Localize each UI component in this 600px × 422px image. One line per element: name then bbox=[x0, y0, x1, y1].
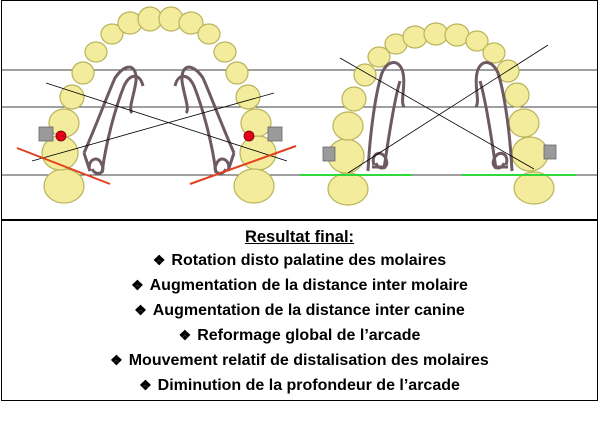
teeth-right-arch bbox=[327, 22, 555, 206]
diamond-bullet-icon: ❖ bbox=[131, 277, 144, 293]
molar-band-right bbox=[267, 126, 283, 142]
teeth-left-arch bbox=[41, 6, 277, 204]
molar-markers bbox=[55, 130, 255, 142]
dental-arch-after-icon bbox=[300, 22, 576, 206]
result-item-text: Mouvement relatif de distalisation des m… bbox=[128, 352, 489, 369]
diamond-bullet-icon: ❖ bbox=[139, 377, 152, 393]
result-item-text: Reformage global de l’arcade bbox=[197, 327, 421, 344]
result-item: ❖ Diminution de la profondeur de l’arcade bbox=[2, 373, 597, 398]
section-divider bbox=[1, 219, 598, 221]
diamond-bullet-icon: ❖ bbox=[110, 352, 123, 368]
result-item: ❖ Augmentation de la distance inter canin… bbox=[2, 298, 597, 323]
result-item: ❖ Rotation disto palatine des molaires bbox=[2, 248, 597, 273]
diamond-bullet-icon: ❖ bbox=[152, 252, 166, 268]
cross-lines-before bbox=[31, 82, 288, 162]
diamond-bullet-icon: ❖ bbox=[134, 302, 147, 318]
quad-helix-wire-after bbox=[366, 61, 514, 172]
result-panel: Resultat final: ❖ Rotation disto palatine… bbox=[2, 222, 597, 400]
quad-helix-wire-before bbox=[82, 65, 236, 175]
result-title: Resultat final: bbox=[244, 228, 355, 246]
molar-axis-before bbox=[16, 145, 297, 185]
result-item-text: Augmentation de la distance inter molair… bbox=[149, 277, 468, 294]
result-item-text: Augmentation de la distance inter canine bbox=[152, 302, 465, 319]
result-item-text: Diminution de la profondeur de l’arcade bbox=[157, 377, 460, 394]
result-item: ❖ Reformage global de l’arcade bbox=[2, 323, 597, 348]
molar-band-left bbox=[38, 126, 54, 142]
arches-figure bbox=[2, 6, 597, 206]
molar-band-left-after bbox=[322, 146, 336, 162]
dental-arch-before-icon bbox=[16, 6, 297, 204]
figure-frame bbox=[1, 0, 598, 401]
molar-band-right-after bbox=[543, 144, 557, 160]
result-item-text: Rotation disto palatine des molaires bbox=[171, 252, 447, 269]
cross-lines-after bbox=[339, 44, 549, 174]
result-item: ❖ Mouvement relatif de distalisation des … bbox=[2, 348, 597, 373]
diamond-bullet-icon: ❖ bbox=[178, 327, 192, 343]
result-item: ❖ Augmentation de la distance inter molai… bbox=[2, 273, 597, 298]
